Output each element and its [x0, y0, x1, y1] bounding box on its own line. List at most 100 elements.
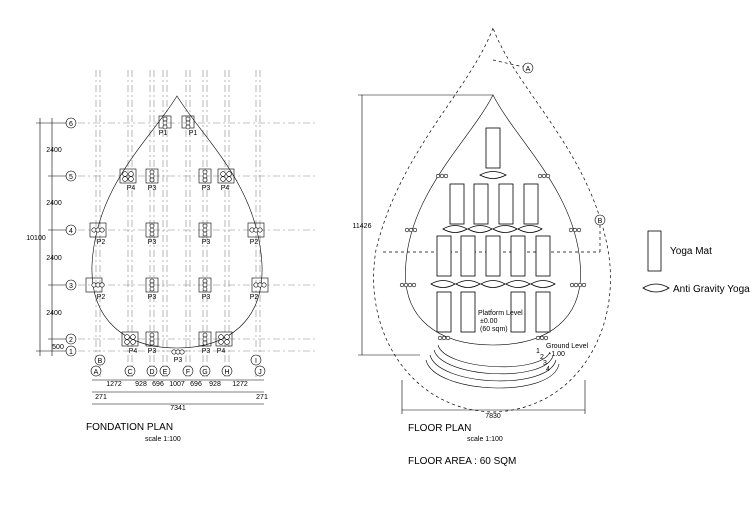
pile-label-p3-4d: P3: [148, 239, 157, 246]
pile-label-p3-5d: P3: [148, 185, 157, 192]
row-label-4: 4: [69, 228, 73, 235]
col-label-d: D: [149, 369, 154, 376]
pile-label-p2-3i: P2: [250, 294, 259, 301]
legend-anti-gravity-swatch: [642, 283, 670, 293]
pile-label-p3-2g: P3: [202, 348, 211, 355]
dim-row-5-4: 2400: [46, 200, 62, 207]
section-a-label: A: [526, 66, 531, 73]
foundation-grid-rows: [78, 122, 315, 352]
pile-label-p1-left: P1: [159, 130, 168, 137]
dim-col-3: 696: [152, 381, 164, 388]
row-label-1: 1: [69, 349, 73, 356]
column-markers: A B C D E F G H I J: [90, 354, 266, 377]
pile-label-p2-4b: P2: [97, 239, 106, 246]
dim-col-2: 928: [135, 381, 147, 388]
platform-level-label: Platform Level: [478, 310, 523, 317]
yoga-mat: [485, 127, 501, 169]
dim-total-width: 7341: [170, 405, 186, 412]
pile-label-p4-5h: P4: [221, 185, 230, 192]
floor-width-dim: 7830: [485, 413, 501, 420]
dim-row-4-3: 2400: [46, 255, 62, 262]
yoga-mat: [535, 291, 551, 333]
step-3: 3: [543, 360, 547, 367]
dim-row-6-5: 2400: [46, 147, 62, 154]
pile-label-p1-right: P1: [189, 130, 198, 137]
col-label-c: C: [127, 369, 132, 376]
pile-label-p3-3d: P3: [148, 294, 157, 301]
foundation-grid-columns: [95, 70, 261, 380]
row-label-3: 3: [69, 283, 73, 290]
floor-plan-title: FLOOR PLAN: [408, 423, 471, 434]
yoga-mat: [460, 291, 476, 333]
pile-label-p2-4i: P2: [250, 239, 259, 246]
floor-plan-scale: scale 1:100: [467, 436, 503, 443]
piles: P1 P1 P4 P3 P3 P4 P2 P3: [85, 115, 269, 364]
col-label-j: J: [258, 369, 262, 376]
yoga-mat: [436, 291, 452, 333]
platform-level-value: ±0.00: [480, 318, 498, 325]
pile-label-p3-2d: P3: [148, 348, 157, 355]
floor-plan: A B 11426 7830: [353, 26, 611, 467]
section-b-label: B: [598, 218, 603, 225]
step-1: 1: [536, 348, 540, 355]
floor-area-label: FLOOR AREA : 60 SQM: [408, 456, 516, 467]
horizontal-dimensions: 1272 928 696 1007 696 928 1272 271 271 7…: [92, 379, 268, 412]
dim-col-7: 1272: [232, 381, 248, 388]
row-label-5: 5: [69, 174, 73, 181]
dim-edge-left: 271: [95, 394, 107, 401]
dim-col-6: 928: [209, 381, 221, 388]
row-markers: 6 5 4 3 2 1: [65, 117, 77, 357]
pile-label-p3-4g: P3: [202, 239, 211, 246]
platform-outline: [405, 94, 581, 346]
pile-label-p3-3g: P3: [202, 294, 211, 301]
dim-col-1: 1272: [106, 381, 122, 388]
col-label-h: H: [224, 369, 229, 376]
floor-dimensions: 11426 7830: [353, 94, 586, 420]
dim-row-2-1: 500: [52, 344, 64, 351]
foundation-plan-title: FONDATION PLAN: [86, 422, 173, 433]
col-label-a: A: [94, 369, 99, 376]
yoga-mat: [510, 291, 526, 333]
floor-height-dim: 11426: [353, 223, 372, 230]
dim-col-5: 696: [190, 381, 202, 388]
col-label-e: E: [163, 369, 168, 376]
col-label-b: B: [98, 358, 103, 365]
row-label-2: 2: [69, 337, 73, 344]
yoga-mat: [460, 235, 476, 277]
foundation-plan-scale: scale 1:100: [145, 436, 181, 443]
yoga-mat: [485, 235, 501, 277]
row-label-6: 6: [69, 121, 73, 128]
yoga-mat: [498, 183, 514, 225]
yoga-mat: [436, 235, 452, 277]
step-4: 4: [546, 366, 550, 373]
dim-edge-right: 271: [256, 394, 268, 401]
ground-level-value: -1.00: [549, 351, 565, 358]
yoga-mats: [436, 127, 551, 333]
ground-level-label: Ground Level: [546, 343, 588, 350]
yoga-mat: [523, 183, 539, 225]
col-label-g: G: [202, 369, 207, 376]
entrance-steps: 1 2 3 4: [425, 344, 560, 389]
dim-total-height: 10100: [26, 235, 46, 242]
col-label-f: F: [186, 369, 190, 376]
anti-gravity-stations: [430, 171, 556, 288]
col-label-i: I: [255, 358, 257, 365]
legend-yoga-mat-swatch: [647, 230, 662, 272]
foundation-outline: [91, 95, 263, 349]
yoga-mat: [449, 183, 465, 225]
pile-label-p4-5c: P4: [127, 185, 136, 192]
floor-piles: [399, 173, 587, 341]
legend-yoga-mat-label: Yoga Mat: [670, 246, 712, 257]
dim-row-3-2: 2400: [46, 310, 62, 317]
platform-level-area: (60 sqm): [480, 326, 508, 333]
legend-anti-gravity-label: Anti Gravity Yoga: [673, 284, 750, 295]
legend: Yoga Mat Anti Gravity Yoga: [642, 230, 750, 295]
yoga-mat: [535, 235, 551, 277]
vertical-dimensions: 2400 2400 2400 2400 500 10100: [26, 118, 66, 356]
step-2: 2: [540, 354, 544, 361]
pile-label-p2-3b: P2: [97, 294, 106, 301]
pile-label-p3-1f: P3: [174, 357, 183, 364]
pile-label-p4-2c: P4: [129, 348, 138, 355]
